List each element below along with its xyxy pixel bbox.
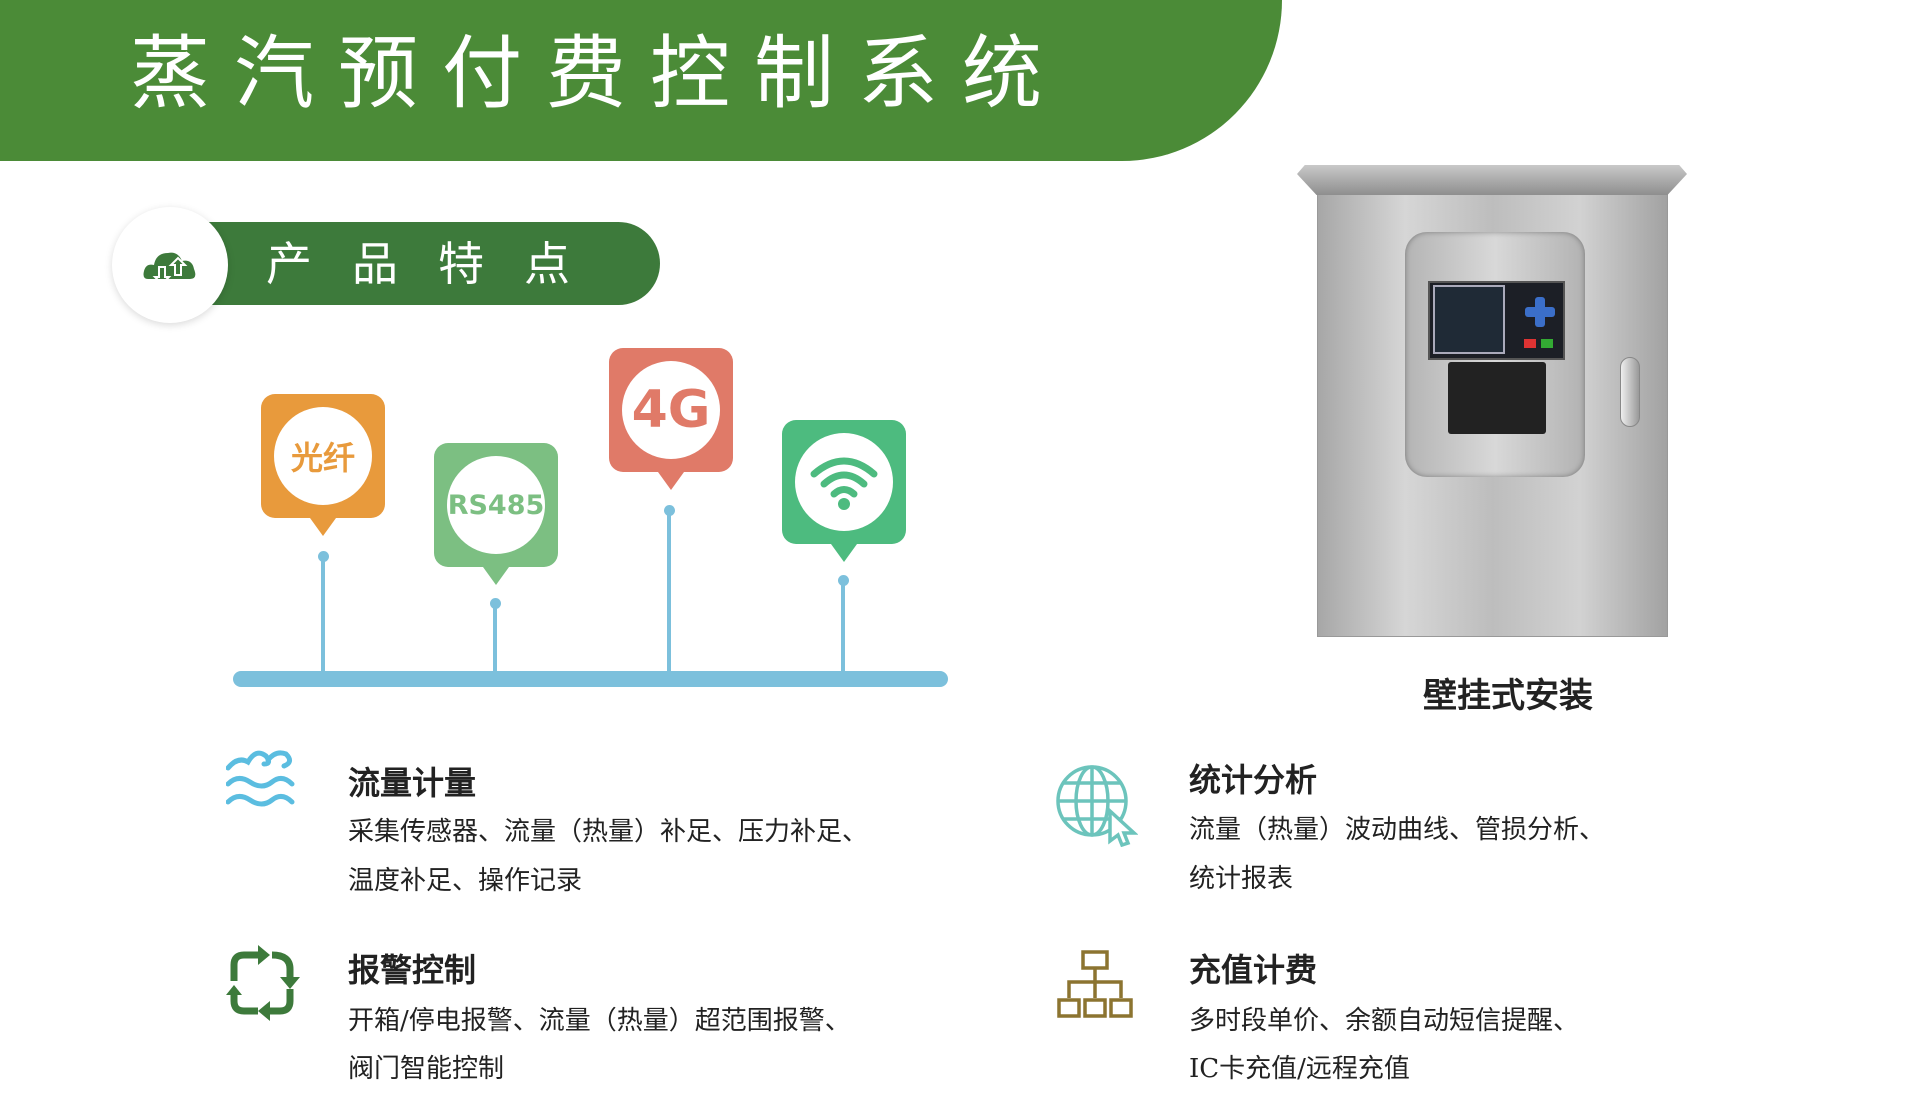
channel-rs485: RS485 bbox=[434, 443, 558, 585]
cabinet-roof bbox=[1297, 165, 1687, 195]
cloud-upload-download-icon bbox=[143, 252, 196, 285]
globe-cursor-icon bbox=[1056, 765, 1138, 847]
door-handle bbox=[1620, 357, 1640, 427]
feature-desc-line: 多时段单价、余额自动短信提醒、 bbox=[1189, 1006, 1580, 1036]
pin-pointer bbox=[483, 567, 509, 585]
product-caption: 壁挂式安装 bbox=[1423, 676, 1593, 716]
wifi-icon bbox=[810, 457, 878, 510]
channel-label: 光纤 bbox=[290, 439, 355, 477]
page-title: 蒸汽预付费控制系统 bbox=[130, 27, 1066, 120]
feature-desc-line: 开箱/停电报警、流量（热量）超范围报警、 bbox=[348, 1006, 851, 1036]
header-banner bbox=[0, 0, 1282, 161]
cycle-arrows-icon bbox=[226, 945, 300, 1021]
feature-desc-line: 阀门智能控制 bbox=[348, 1054, 505, 1084]
section-pill bbox=[190, 222, 660, 305]
feature-title: 流量计量 bbox=[348, 764, 477, 802]
red-button bbox=[1524, 339, 1536, 348]
feature-desc-line: 温度补足、操作记录 bbox=[348, 866, 583, 896]
section-icon-circle bbox=[112, 207, 228, 323]
section-title: 产品特点 bbox=[266, 237, 610, 291]
org-chart-icon bbox=[1057, 950, 1133, 1018]
pin-stem bbox=[667, 510, 671, 676]
pin-stem bbox=[493, 603, 497, 676]
pin-pointer bbox=[310, 518, 336, 536]
bus-line bbox=[233, 671, 948, 687]
feature-desc-line: 流量（热量）波动曲线、管损分析、 bbox=[1189, 815, 1606, 845]
feature-title: 充值计费 bbox=[1189, 951, 1318, 989]
pin-stem bbox=[321, 556, 325, 676]
channel-label: 4G bbox=[631, 380, 711, 440]
green-button bbox=[1541, 339, 1553, 348]
feature-title: 报警控制 bbox=[348, 951, 477, 989]
channel-wifi bbox=[782, 420, 906, 562]
water-waves-icon bbox=[226, 750, 295, 807]
channel-4g: 4G bbox=[609, 348, 733, 490]
dpad-icon bbox=[1525, 297, 1555, 327]
feature-desc-line: IC卡充值/远程充值 bbox=[1189, 1054, 1410, 1084]
feature-title: 统计分析 bbox=[1189, 761, 1318, 799]
channel-label: RS485 bbox=[447, 489, 545, 521]
pin-stem bbox=[841, 580, 845, 676]
card-reader bbox=[1448, 362, 1546, 434]
feature-desc-line: 统计报表 bbox=[1189, 864, 1294, 894]
pin-pointer bbox=[658, 472, 684, 490]
channel-fiber: 光纤 bbox=[261, 394, 385, 536]
feature-desc-line: 采集传感器、流量（热量）补足、压力补足、 bbox=[348, 817, 869, 847]
pin-pointer bbox=[831, 544, 857, 562]
lcd-screen bbox=[1433, 285, 1505, 354]
